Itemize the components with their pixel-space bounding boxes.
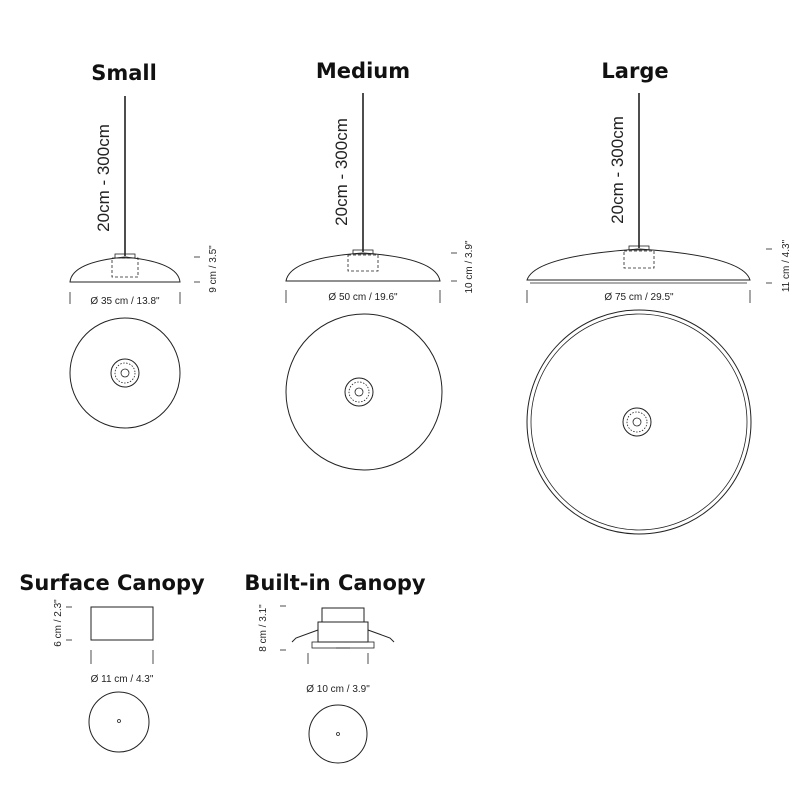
- medium-hidden-fixture: [347, 254, 379, 272]
- large-cable-length-label: 20cm - 300cm: [608, 116, 627, 224]
- small-top-view: [69, 317, 181, 429]
- medium-title: Medium: [316, 59, 410, 83]
- medium-top-view: [285, 313, 443, 471]
- surface-canopy-title: Surface Canopy: [19, 571, 205, 595]
- small-lamp-group: Small 20cm - 300cm 9 cm / 3.5" Ø 35 cm /…: [69, 61, 219, 429]
- small-cable-length-label: 20cm - 300cm: [94, 124, 113, 232]
- built-in-canopy-top-view: [308, 704, 368, 764]
- large-lamp-group: Large 20cm - 300cm 11 cm / 4.3" Ø 75 cm …: [526, 59, 792, 535]
- medium-top-connector-icon: [344, 377, 374, 407]
- small-hidden-fixture: [111, 257, 139, 278]
- large-shade-profile: [526, 248, 751, 281]
- large-title: Large: [601, 59, 668, 83]
- built-in-canopy-diameter-label: Ø 10 cm / 3.9": [306, 684, 370, 695]
- surface-canopy-diameter-label: Ø 11 cm / 4.3": [91, 674, 154, 685]
- small-top-connector-icon: [110, 358, 140, 388]
- medium-lamp-group: Medium 20cm - 300cm 10 cm / 3.9" Ø 50 cm…: [285, 59, 475, 471]
- built-in-canopy-group: Built-in Canopy 8 cm / 3.1" Ø 10 cm / 3.…: [244, 571, 426, 764]
- large-hidden-fixture: [623, 250, 655, 269]
- medium-diameter-label: Ø 50 cm / 19.6": [328, 292, 398, 303]
- large-top-connector-icon: [622, 407, 652, 437]
- medium-shade-profile: [285, 252, 441, 282]
- small-height-label: 9 cm / 3.5": [208, 245, 219, 293]
- large-diameter-label: Ø 75 cm / 29.5": [604, 292, 674, 303]
- large-top-view: [526, 309, 752, 535]
- medium-height-label: 10 cm / 3.9": [464, 240, 475, 293]
- small-title: Small: [91, 61, 157, 85]
- surface-canopy-group: Surface Canopy 6 cm / 2.3" Ø 11 cm / 4.3…: [19, 571, 205, 753]
- medium-cable-length-label: 20cm - 300cm: [332, 118, 351, 226]
- built-in-canopy-title: Built-in Canopy: [244, 571, 426, 595]
- built-in-canopy-height-label: 8 cm / 3.1": [258, 604, 269, 652]
- large-connector: [628, 245, 650, 251]
- small-shade-profile: [69, 256, 181, 283]
- built-in-canopy-center-hole: [336, 732, 340, 736]
- surface-canopy-height-label: 6 cm / 2.3": [53, 599, 64, 647]
- large-height-label: 11 cm / 4.3": [781, 239, 792, 292]
- surface-canopy-center-hole: [117, 719, 121, 723]
- surface-canopy-top-view: [88, 691, 150, 753]
- medium-connector: [352, 249, 374, 255]
- surface-canopy-profile: [90, 606, 154, 641]
- small-diameter-label: Ø 35 cm / 13.8": [90, 296, 160, 307]
- built-in-canopy-profile: [291, 607, 395, 649]
